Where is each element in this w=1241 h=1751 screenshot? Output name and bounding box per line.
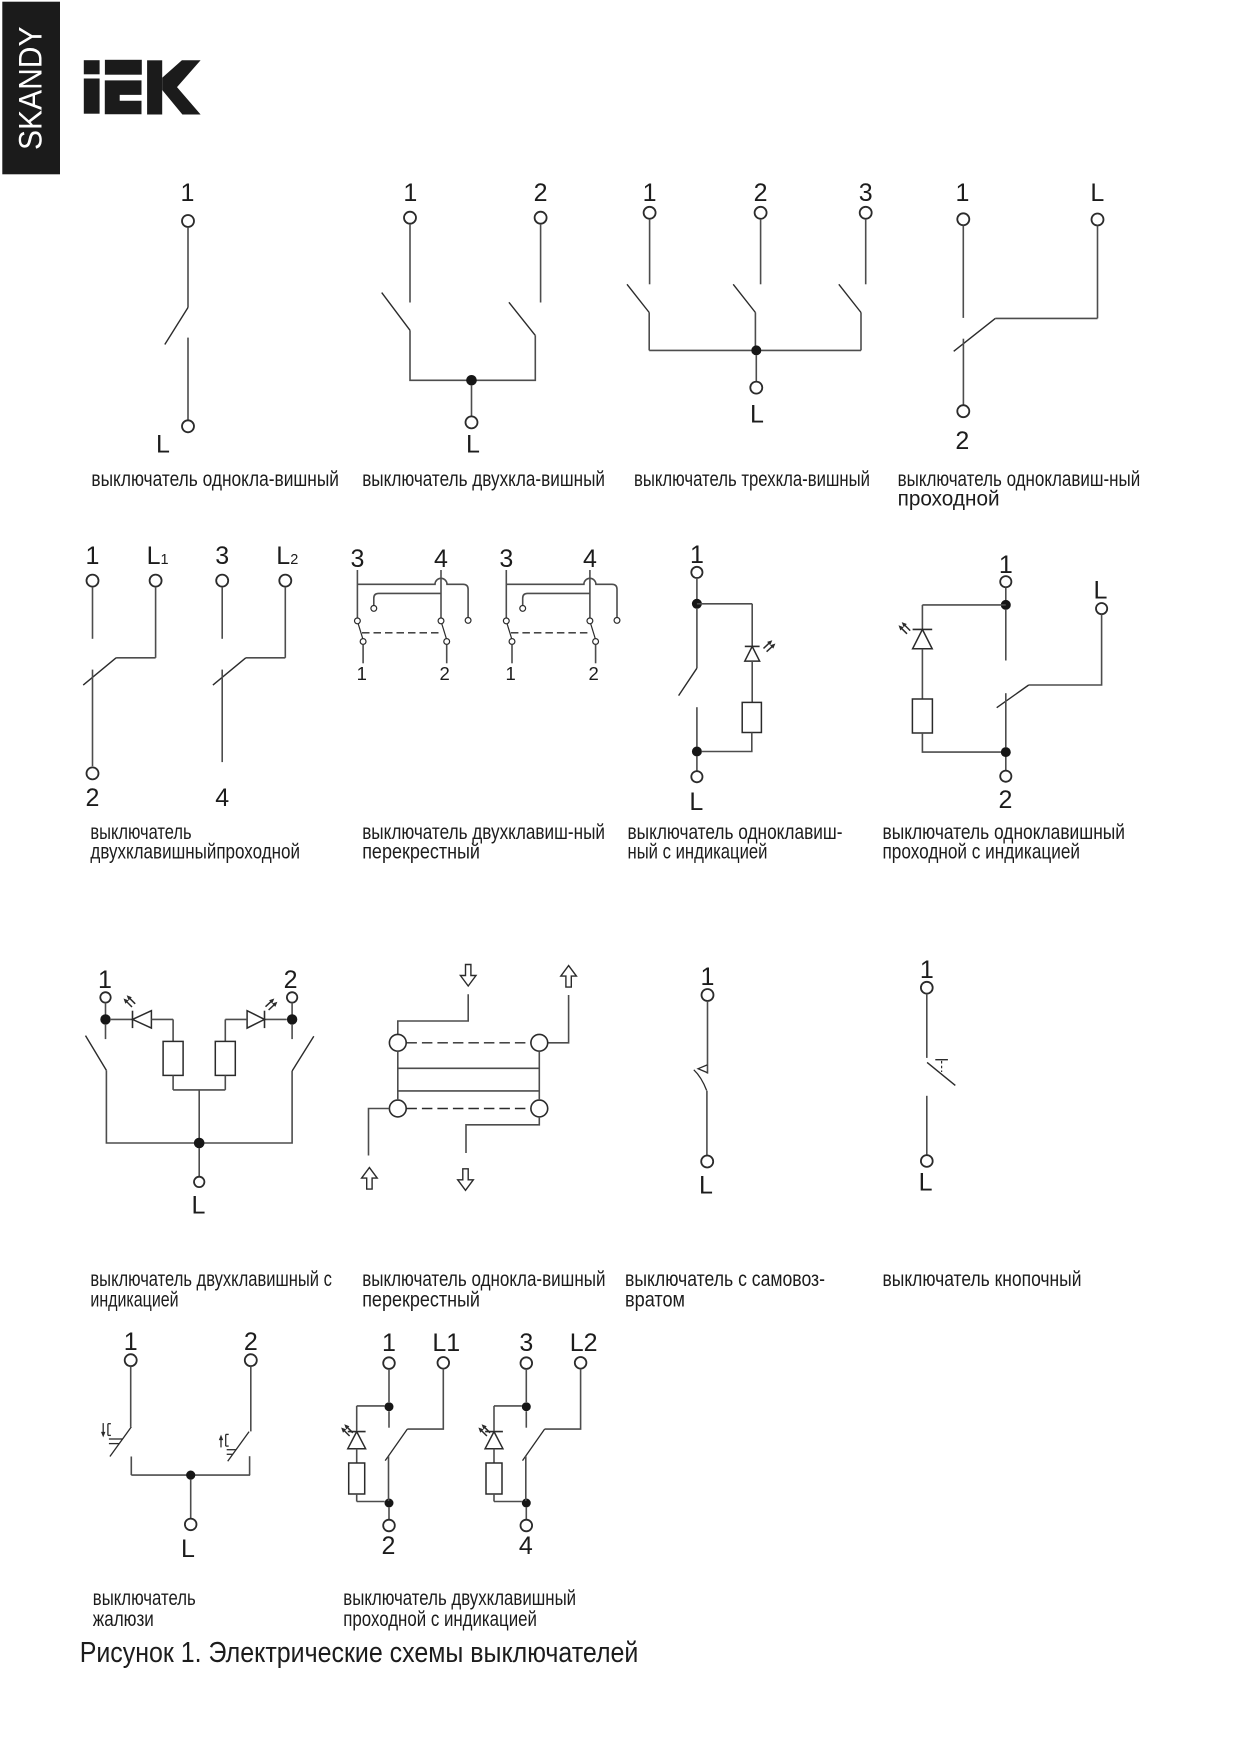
svg-text:2: 2 xyxy=(955,427,969,455)
svg-text:выключатель: выключатель xyxy=(93,1587,196,1610)
svg-text:L: L xyxy=(181,1535,195,1563)
svg-text:3: 3 xyxy=(350,545,364,573)
svg-text:индикацией: индикацией xyxy=(90,1289,178,1312)
svg-text:4: 4 xyxy=(434,545,448,573)
svg-text:выключатель с самовоз-: выключатель с самовоз- xyxy=(625,1268,825,1291)
svg-text:1: 1 xyxy=(690,541,704,569)
svg-text:двухклавишныйпроходной: двухклавишныйпроходной xyxy=(90,841,300,864)
svg-text:проходной с индикацией: проходной с индикацией xyxy=(883,841,1081,864)
svg-text:SKANDY: SKANDY xyxy=(13,27,49,151)
svg-text:L: L xyxy=(750,401,764,429)
svg-text:выключатель: выключатель xyxy=(90,821,191,844)
svg-text:1: 1 xyxy=(506,663,516,684)
svg-text:выключатель одноклавиш-: выключатель одноклавиш- xyxy=(628,821,843,844)
svg-text:1: 1 xyxy=(357,663,367,684)
svg-text:2: 2 xyxy=(754,179,768,207)
svg-text:3: 3 xyxy=(215,542,229,570)
svg-text:4: 4 xyxy=(519,1532,533,1560)
svg-text:L: L xyxy=(1093,577,1107,605)
svg-text:4: 4 xyxy=(215,784,229,812)
svg-text:выключатель однокла-вишный: выключатель однокла-вишный xyxy=(91,468,339,491)
svg-text:проходной: проходной xyxy=(898,488,1000,511)
svg-text:L1: L1 xyxy=(432,1329,460,1357)
svg-text:L1: L1 xyxy=(147,542,169,570)
svg-text:2: 2 xyxy=(440,663,450,684)
svg-text:L: L xyxy=(156,430,170,458)
svg-text:выключатель одноклавиш-ный: выключатель одноклавиш-ный xyxy=(898,468,1141,491)
svg-text:выключатель двухклавиш-ный: выключатель двухклавиш-ный xyxy=(362,821,605,844)
svg-text:2: 2 xyxy=(382,1532,396,1560)
svg-text:1: 1 xyxy=(643,179,657,207)
svg-text:жалюзи: жалюзи xyxy=(93,1608,154,1631)
svg-text:выключатель кнопочный: выключатель кнопочный xyxy=(883,1268,1082,1291)
svg-text:L: L xyxy=(919,1169,933,1197)
svg-text:3: 3 xyxy=(859,179,873,207)
svg-text:3: 3 xyxy=(519,1329,533,1357)
svg-text:выключатель двухкла-вишный: выключатель двухкла-вишный xyxy=(362,468,605,491)
svg-text:2: 2 xyxy=(534,179,548,207)
svg-text:L: L xyxy=(1090,179,1104,207)
svg-text:1: 1 xyxy=(999,551,1013,579)
svg-text:выключатель однокла-вишный: выключатель однокла-вишный xyxy=(362,1268,605,1291)
svg-text:1: 1 xyxy=(701,963,715,991)
svg-text:1: 1 xyxy=(920,956,934,984)
svg-text:1: 1 xyxy=(124,1328,138,1356)
svg-text:2: 2 xyxy=(244,1328,258,1356)
svg-text:перекрестный: перекрестный xyxy=(362,1289,480,1312)
svg-text:выключатель одноклавишный: выключатель одноклавишный xyxy=(883,821,1126,844)
svg-text:L: L xyxy=(466,430,480,458)
svg-text:4: 4 xyxy=(583,545,597,573)
svg-text:L: L xyxy=(191,1192,205,1220)
svg-text:вратом: вратом xyxy=(625,1289,685,1312)
svg-text:2: 2 xyxy=(998,786,1012,814)
svg-text:выключатель двухклавишный с: выключатель двухклавишный с xyxy=(90,1268,332,1291)
svg-text:1: 1 xyxy=(382,1329,396,1357)
svg-text:проходной с индикацией: проходной с индикацией xyxy=(343,1608,537,1631)
svg-text:3: 3 xyxy=(499,545,513,573)
svg-text:2: 2 xyxy=(86,784,100,812)
svg-text:1: 1 xyxy=(98,966,112,994)
svg-text:L2: L2 xyxy=(276,542,298,570)
svg-text:2: 2 xyxy=(588,663,598,684)
svg-text:Рисунок 1. Электрические схемы: Рисунок 1. Электрические схемы выключате… xyxy=(80,1637,639,1669)
svg-text:1: 1 xyxy=(86,542,100,570)
svg-text:выключатель трехкла-вишный: выключатель трехкла-вишный xyxy=(634,468,870,491)
svg-text:L: L xyxy=(699,1172,713,1200)
svg-text:выключатель двухклавишный: выключатель двухклавишный xyxy=(343,1587,576,1610)
svg-text:ный с индикацией: ный с индикацией xyxy=(628,841,768,864)
svg-text:L2: L2 xyxy=(570,1329,598,1357)
svg-text:L: L xyxy=(689,788,703,816)
svg-text:1: 1 xyxy=(181,179,195,207)
svg-text:1: 1 xyxy=(956,179,970,207)
svg-text:2: 2 xyxy=(284,966,298,994)
svg-text:перекрестный: перекрестный xyxy=(362,841,480,864)
svg-text:1: 1 xyxy=(403,179,417,207)
